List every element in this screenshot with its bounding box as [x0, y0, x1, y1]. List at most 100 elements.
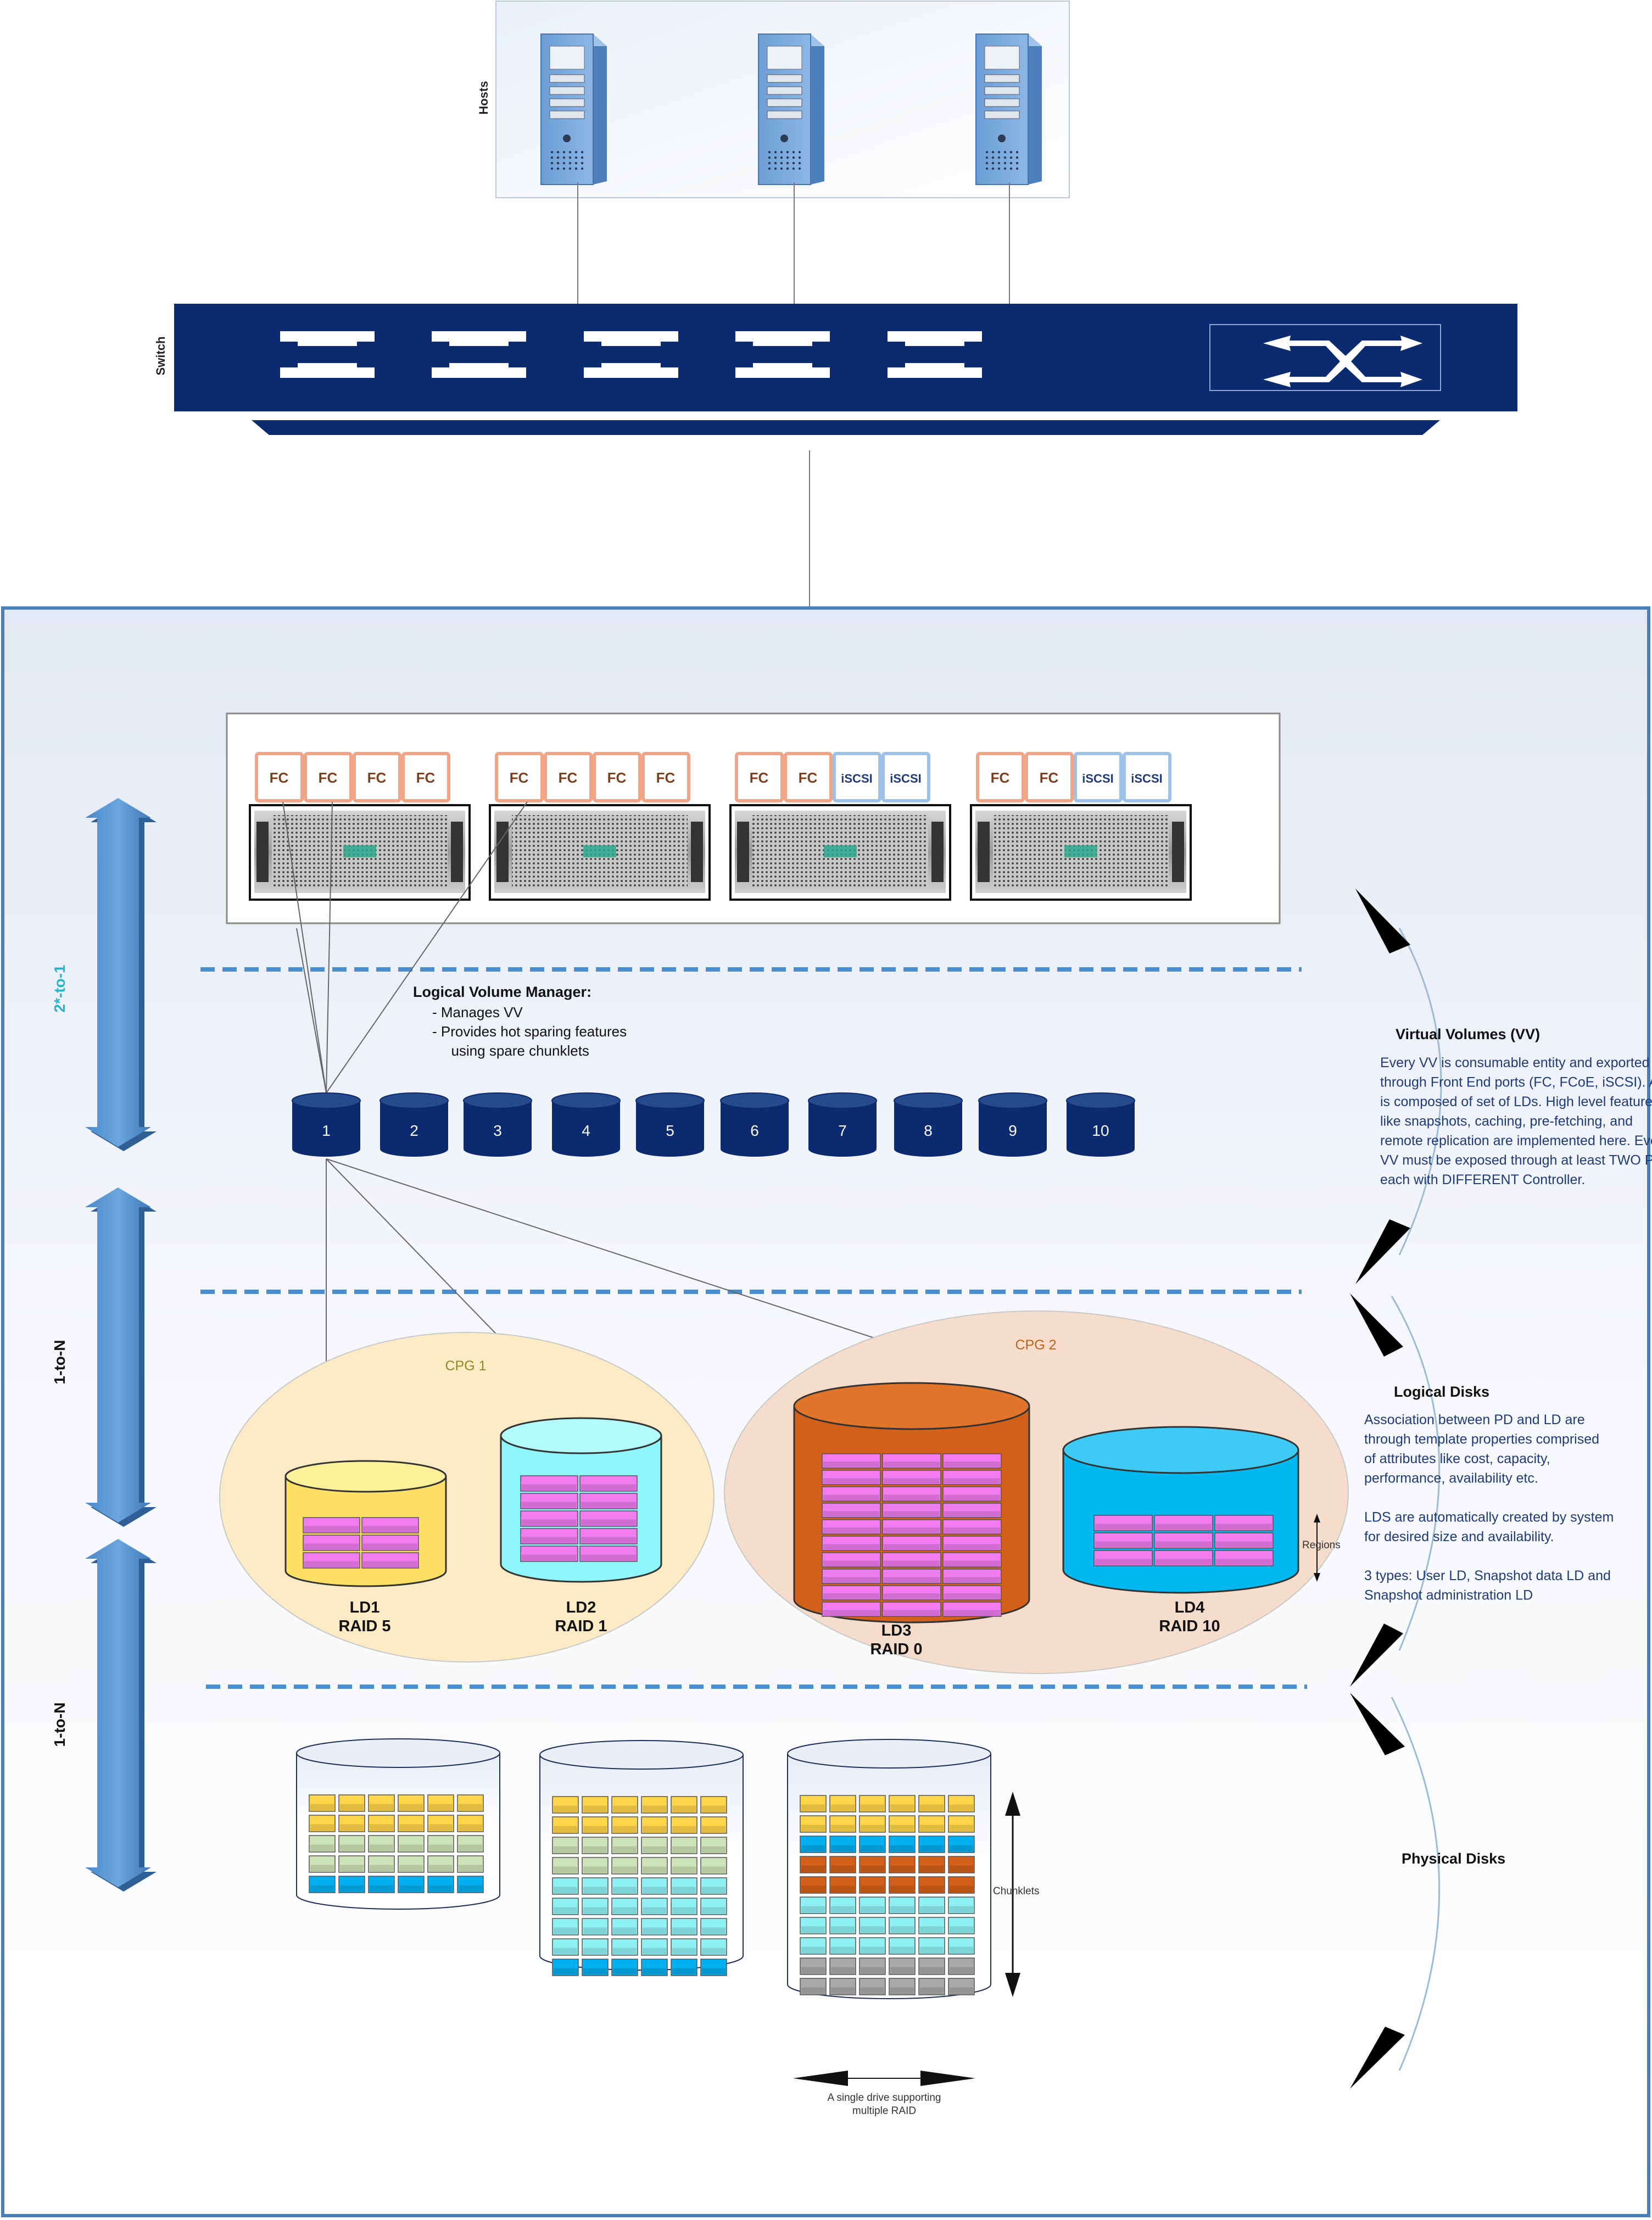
- controller-chassis: [489, 804, 711, 901]
- regions-indicator: Regions: [1302, 1514, 1341, 1582]
- volume-number: 10: [1092, 1122, 1109, 1139]
- virtual-volume[interactable]: 7: [808, 1092, 877, 1157]
- fc-port[interactable]: FC: [593, 752, 641, 802]
- virtual-volume[interactable]: 4: [551, 1092, 621, 1157]
- virtual-volume[interactable]: 8: [894, 1092, 963, 1157]
- port-label: FC: [750, 769, 769, 786]
- virtual-volume[interactable]: 6: [720, 1092, 789, 1157]
- host-server-icon: [975, 34, 1042, 185]
- virtual-volume[interactable]: 9: [978, 1092, 1047, 1157]
- ld2-raid: RAID 1: [555, 1617, 607, 1635]
- ld2-cylinder[interactable]: [500, 1417, 662, 1583]
- ld-note-line: 3 types: User LD, Snapshot data LD and: [1364, 1568, 1611, 1583]
- controller-chassis: [970, 804, 1192, 901]
- layer-brackets: [1391, 928, 1442, 2071]
- cpg-1-label: CPG 1: [445, 1358, 486, 1374]
- fc-port[interactable]: FC: [495, 752, 544, 802]
- port-label: FC: [270, 769, 289, 786]
- ld3-cylinder[interactable]: [793, 1382, 1030, 1624]
- fc-port[interactable]: FC: [976, 752, 1025, 802]
- fc-port[interactable]: FC: [353, 752, 401, 802]
- volume-number: 8: [924, 1122, 933, 1139]
- ld-note-title: Logical Disks: [1394, 1384, 1489, 1400]
- port-label: FC: [367, 769, 387, 786]
- single-drive-indicator: A single drive supporting multiple RAID: [793, 2071, 975, 2117]
- port-label: FC: [799, 769, 818, 786]
- fc-port[interactable]: FC: [784, 752, 833, 802]
- port-label: FC: [991, 769, 1010, 786]
- ld-note-line: LDS are automatically created by system: [1364, 1510, 1614, 1525]
- ld1-raid: RAID 5: [338, 1617, 390, 1635]
- ld1-cylinder[interactable]: [284, 1460, 447, 1587]
- virtual-volume[interactable]: 1: [292, 1092, 361, 1157]
- port-label: FC: [1040, 769, 1059, 786]
- ld3-name: LD3: [881, 1622, 912, 1639]
- lvm-line: - Manages VV: [432, 1004, 523, 1020]
- fc-port[interactable]: FC: [401, 752, 450, 802]
- chunklets-indicator: Chunklets: [993, 1792, 1040, 1997]
- ld4-name: LD4: [1175, 1599, 1205, 1616]
- ld-note-line: through template properties comprised: [1364, 1432, 1599, 1447]
- vv-note-line: Every VV is consumable entity and export…: [1380, 1055, 1650, 1070]
- single-drive-line-2: multiple RAID: [852, 2105, 916, 2117]
- relation-arrow-icon: [85, 798, 157, 1151]
- virtual-volume[interactable]: 3: [463, 1092, 532, 1157]
- physical-disk[interactable]: [539, 1740, 744, 1976]
- fc-port[interactable]: FC: [255, 752, 304, 802]
- switch-label: Switch: [154, 337, 168, 376]
- chunklets-label: Chunklets: [993, 1886, 1040, 1897]
- physical-disk[interactable]: [787, 1739, 991, 1999]
- vv-note-line: VV must be exposed through at least TWO …: [1380, 1153, 1652, 1168]
- iscsi-port[interactable]: iSCSI: [1123, 752, 1171, 802]
- relation-arrow-icon: [85, 1539, 157, 1892]
- host-server-icon: [540, 34, 607, 185]
- lvm-line: using spare chunklets: [443, 1042, 589, 1059]
- port-label: FC: [607, 769, 627, 786]
- virtual-volume[interactable]: 10: [1066, 1092, 1135, 1157]
- fc-port[interactable]: FC: [641, 752, 690, 802]
- virtual-volume[interactable]: 5: [635, 1092, 705, 1157]
- fc-port[interactable]: FC: [304, 752, 353, 802]
- volume-number: 1: [322, 1122, 331, 1139]
- pd-note-title: Physical Disks: [1402, 1850, 1505, 1867]
- physical-disk[interactable]: [296, 1738, 500, 1910]
- vv-note: Virtual Volumes (VV) Every VV is consuma…: [1380, 1026, 1652, 1187]
- lvm-line: - Provides hot sparing features: [432, 1023, 627, 1040]
- fc-port[interactable]: FC: [544, 752, 593, 802]
- switch: [174, 304, 1517, 435]
- iscsi-port[interactable]: iSCSI: [833, 752, 881, 802]
- ld-note-line: of attributes like cost, capacity,: [1364, 1451, 1550, 1466]
- ld-note-line: Snapshot administration LD: [1364, 1588, 1533, 1603]
- relation-label-middle: 1-to-N: [51, 1340, 68, 1385]
- ld2-name: LD2: [566, 1599, 596, 1616]
- hosts-label: Hosts: [477, 81, 490, 114]
- port-label: FC: [319, 769, 338, 786]
- single-drive-line-1: A single drive supporting: [827, 2092, 941, 2104]
- lvm-title: Logical Volume Manager:: [413, 984, 591, 1000]
- switch-crossbar: [1209, 324, 1441, 391]
- port-label: FC: [416, 769, 436, 786]
- controller-node: FC FC FC FC: [249, 752, 471, 901]
- cpg-2-label: CPG 2: [1015, 1337, 1056, 1353]
- port-to-volume-links: [282, 801, 528, 1094]
- fc-port[interactable]: FC: [1025, 752, 1074, 802]
- controller-node: FC FC iSCSI iSCSI: [970, 752, 1192, 901]
- iscsi-port[interactable]: iSCSI: [881, 752, 930, 802]
- regions-label: Regions: [1302, 1540, 1341, 1551]
- port-label: iSCSI: [841, 772, 872, 785]
- iscsi-port[interactable]: iSCSI: [1074, 752, 1123, 802]
- fc-port[interactable]: FC: [735, 752, 784, 802]
- port-label: iSCSI: [1131, 772, 1162, 785]
- volume-number: 6: [750, 1122, 759, 1139]
- ld3-raid: RAID 0: [870, 1641, 922, 1658]
- virtual-volume[interactable]: 2: [379, 1092, 449, 1157]
- ld4-cylinder[interactable]: [1062, 1426, 1299, 1594]
- switch-port-icon: [280, 331, 375, 378]
- volume-number: 5: [666, 1122, 674, 1139]
- relation-label-top: 2*-to-1: [51, 964, 68, 1012]
- port-label: iSCSI: [890, 772, 921, 785]
- volume-number: 9: [1008, 1122, 1017, 1139]
